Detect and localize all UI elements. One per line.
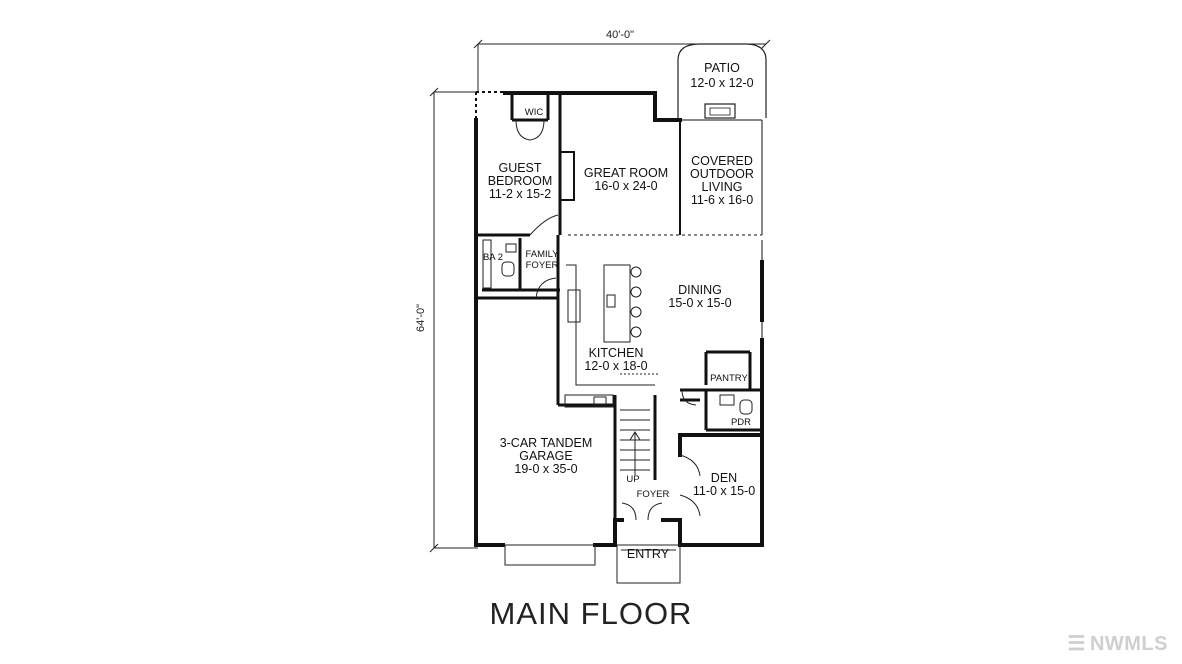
covered-outdoor-name-3: LIVING [702, 180, 743, 194]
garage-size: 19-0 x 35-0 [514, 462, 577, 476]
floor-title: MAIN FLOOR [489, 596, 693, 631]
doors [515, 119, 701, 521]
covered-outdoor-name-2: OUTDOOR [690, 167, 754, 181]
kitchen-fixtures [564, 264, 660, 408]
family-foyer-name-1: FAMILY [525, 249, 559, 260]
covered-outdoor-size: 11-6 x 16-0 [691, 193, 753, 207]
garage-name-1: 3-CAR TANDEM [500, 436, 593, 450]
stairs [620, 409, 650, 475]
bath2-label: BA 2 [483, 252, 503, 263]
den-name: DEN [711, 471, 737, 485]
patio-name: PATIO [704, 61, 740, 75]
width-dimension: 40'-0" [606, 29, 634, 41]
dining-name: DINING [678, 283, 722, 297]
kitchen-size: 12-0 x 18-0 [584, 359, 647, 373]
garage-name-2: GARAGE [519, 449, 573, 463]
guest-bedroom-name-1: GUEST [498, 161, 541, 175]
pdr-label: PDR [731, 417, 751, 428]
entry-label: ENTRY [627, 547, 670, 561]
bath-fixtures [482, 239, 753, 415]
patio [677, 43, 767, 119]
watermark: ☰NWMLS [1068, 631, 1168, 656]
interior-walls [476, 95, 762, 520]
nwmls-logo-icon: ☰ [1067, 633, 1086, 655]
wic-label: WIC [525, 107, 544, 118]
foyer-label: FOYER [637, 489, 670, 500]
room-labels: PATIO 12-0 x 12-0 WIC GUEST BEDROOM 11-2… [483, 61, 755, 561]
garage-entry [504, 544, 681, 584]
watermark-text: NWMLS [1089, 633, 1168, 655]
exterior-thin-walls [475, 91, 763, 340]
great-room-name: GREAT ROOM [584, 166, 668, 180]
stair-up-label: UP [626, 474, 639, 485]
patio-size: 12-0 x 12-0 [690, 76, 753, 90]
guest-bedroom-name-2: BEDROOM [488, 174, 553, 188]
covered-outdoor-name-1: COVERED [691, 154, 753, 168]
height-dimension: 64'-0" [415, 304, 427, 332]
dining-size: 15-0 x 15-0 [668, 296, 731, 310]
kitchen-name: KITCHEN [589, 346, 644, 360]
great-room-size: 16-0 x 24-0 [594, 179, 657, 193]
den-size: 11-0 x 15-0 [693, 484, 755, 498]
guest-bedroom-size: 11-2 x 15-2 [489, 187, 551, 201]
family-foyer-name-2: FOYER [526, 260, 559, 271]
pantry-label: PANTRY [710, 373, 748, 384]
